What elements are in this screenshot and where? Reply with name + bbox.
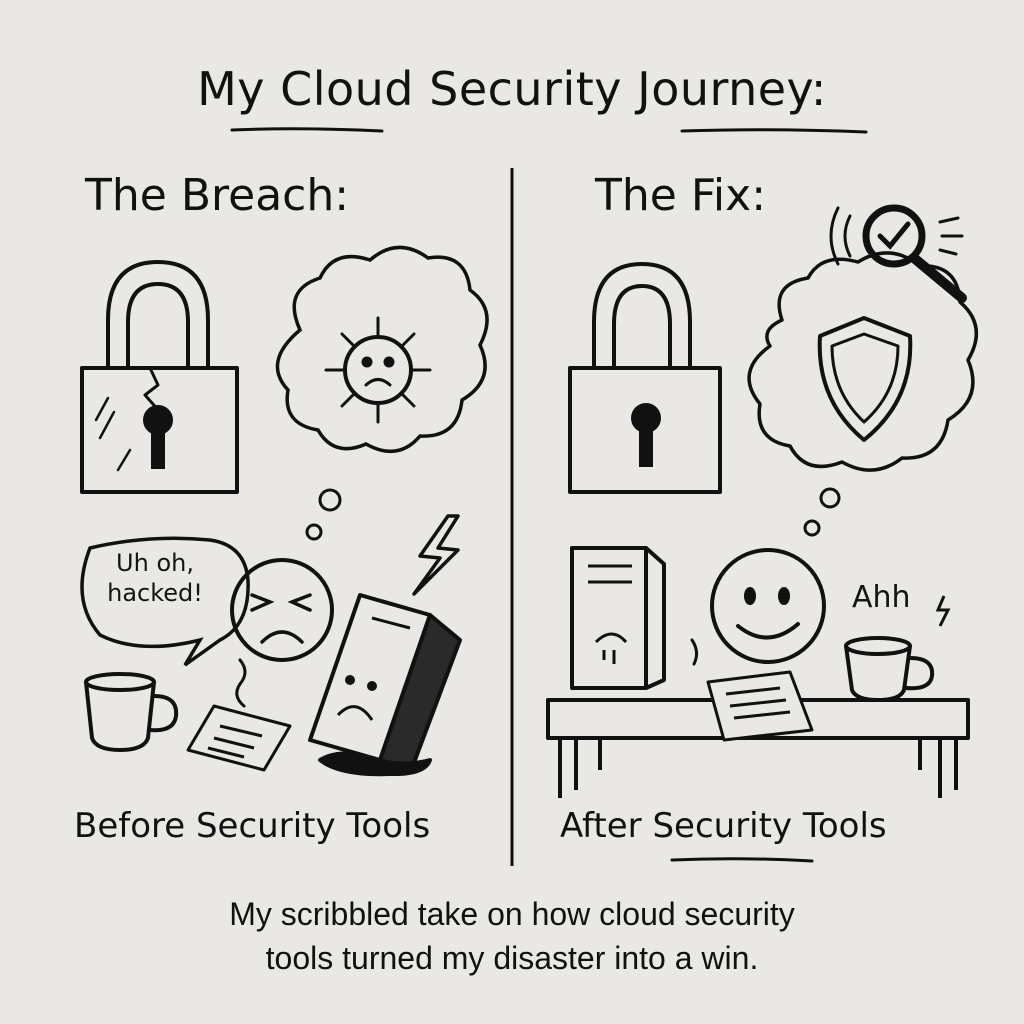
speech-bubble-text: Uh oh, hacked! bbox=[80, 548, 230, 608]
server-icon bbox=[570, 546, 666, 690]
small-spark-icon bbox=[935, 595, 951, 627]
coffee-mug-right-icon bbox=[844, 636, 935, 703]
page-title: My Cloud Security Journey: bbox=[197, 62, 827, 116]
smiley-face-icon bbox=[690, 548, 826, 666]
caption-underline-security bbox=[670, 857, 814, 863]
paper-icon bbox=[186, 704, 292, 772]
exclamation-text: Ahh bbox=[852, 580, 911, 615]
virus-icon bbox=[275, 245, 489, 541]
padlock-icon bbox=[568, 262, 722, 494]
title-underline-cloud bbox=[230, 127, 384, 133]
angry-face-icon bbox=[230, 558, 334, 708]
crashed-server-icon bbox=[308, 593, 462, 777]
title-underline-journey bbox=[680, 128, 868, 134]
speech-line-1: Uh oh, bbox=[116, 549, 194, 577]
coffee-mug-icon bbox=[84, 672, 179, 753]
paper-on-desk-icon bbox=[706, 670, 814, 742]
broken-padlock-icon bbox=[80, 260, 239, 494]
footer-line-1: My scribbled take on how cloud security bbox=[229, 896, 795, 932]
speech-line-2: hacked! bbox=[107, 579, 203, 607]
footer-caption: My scribbled take on how cloud security … bbox=[0, 892, 1024, 980]
before-caption: Before Security Tools bbox=[74, 806, 431, 846]
speech-bubble bbox=[80, 536, 250, 667]
lightning-icon bbox=[412, 514, 460, 596]
shield-icon bbox=[747, 251, 979, 537]
breach-heading: The Breach: bbox=[85, 170, 350, 221]
desk-icon bbox=[546, 698, 970, 798]
fix-heading: The Fix: bbox=[595, 170, 767, 221]
footer-line-2: tools turned my disaster into a win. bbox=[265, 940, 759, 976]
after-caption: After Security Tools bbox=[560, 806, 887, 846]
